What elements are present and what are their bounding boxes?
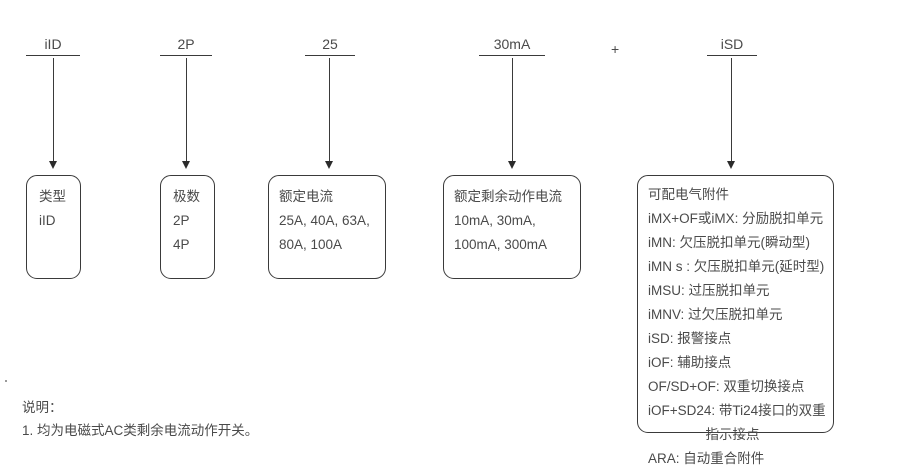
box-residual-current-line: 额定剩余动作电流 (454, 189, 562, 204)
box-poles-line: 2P (173, 213, 190, 228)
accessory-line-imx: iMX+OF或iMX: 分励脱扣单元 (648, 211, 824, 226)
accessory-line-ofsd-of: OF/SD+OF: 双重切换接点 (648, 379, 805, 394)
box-residual-current: 额定剩余动作电流 10mA, 30mA, 100mA, 300mA (443, 175, 581, 279)
connector-line-rated-current (329, 58, 330, 162)
box-type: 类型 iID (26, 175, 81, 279)
accessory-line-imn: iMN: 欠压脱扣单元(瞬动型) (648, 235, 810, 250)
box-rated-current-line: 额定电流 (279, 189, 333, 204)
box-type-content: 类型 iID (27, 176, 80, 233)
accessory-line-imn-s: iMN s : 欠压脱扣单元(延时型) (648, 259, 825, 274)
connector-line-accessory (731, 58, 732, 162)
accessory-line-iof-sd24-cont: 指示接点 (705, 427, 760, 442)
code-column-type: iID (26, 36, 80, 56)
accessory-line-iof: iOF: 辅助接点 (648, 355, 732, 370)
accessory-line-ara: ARA: 自动重合附件 (648, 451, 765, 466)
code-underline-residual-current (479, 55, 545, 56)
box-residual-current-line: 100mA, 300mA (454, 237, 548, 252)
box-rated-current-content: 额定电流 25A, 40A, 63A, 80A, 100A (269, 176, 385, 257)
connector-arrow-rated-current (324, 161, 333, 169)
accessory-line-isd: iSD: 报警接点 (648, 331, 732, 346)
code-underline-rated-current (305, 55, 355, 56)
footnote-item: 1. 均为电磁式AC类剩余电流动作开关。 (22, 423, 259, 438)
plus-separator: + (611, 41, 620, 57)
footnote-heading: 说明： (22, 400, 63, 415)
artifact-speck (5, 380, 7, 382)
box-poles-content: 极数 2P 4P (161, 176, 214, 257)
connector-arrow-type (48, 161, 57, 169)
accessory-line-iof-sd24: iOF+SD24: 带Ti24接口的双重 (648, 403, 826, 418)
code-underline-accessory (707, 55, 757, 56)
code-column-poles: 2P (160, 36, 212, 56)
code-label-type: iID (44, 36, 62, 52)
accessory-line-heading: 可配电气附件 (648, 187, 729, 202)
connector-line-type (53, 58, 54, 162)
code-column-residual-current: 30mA (479, 36, 545, 56)
code-label-poles: 2P (177, 36, 195, 52)
box-poles-line: 4P (173, 237, 190, 252)
box-rated-current: 额定电流 25A, 40A, 63A, 80A, 100A (268, 175, 386, 279)
connector-arrow-accessory (726, 161, 735, 169)
connector-line-poles (186, 58, 187, 162)
box-type-line: iID (39, 213, 56, 228)
code-underline-poles (160, 55, 212, 56)
connector-arrow-poles (181, 161, 190, 169)
box-type-line: 类型 (39, 189, 66, 204)
accessory-line-imsu: iMSU: 过压脱扣单元 (648, 283, 770, 298)
box-accessories-content: 可配电气附件 iMX+OF或iMX: 分励脱扣单元 iMN: 欠压脱扣单元(瞬动… (638, 176, 833, 471)
code-label-accessory: iSD (720, 36, 744, 52)
code-label-residual-current: 30mA (493, 36, 531, 52)
box-poles-line: 极数 (173, 189, 200, 204)
code-underline-type (26, 55, 80, 56)
box-rated-current-line: 80A, 100A (279, 237, 343, 252)
box-residual-current-line: 10mA, 30mA, (454, 213, 536, 228)
code-column-rated-current: 25 (305, 36, 355, 56)
box-rated-current-line: 25A, 40A, 63A, (279, 213, 370, 228)
box-electrical-accessories: 可配电气附件 iMX+OF或iMX: 分励脱扣单元 iMN: 欠压脱扣单元(瞬动… (637, 175, 834, 466)
connector-arrow-residual-current (507, 161, 516, 169)
connector-line-residual-current (512, 58, 513, 162)
box-residual-current-content: 额定剩余动作电流 10mA, 30mA, 100mA, 300mA (444, 176, 580, 257)
code-column-accessory: iSD (707, 36, 757, 56)
accessory-line-imnv: iMNV: 过欠压脱扣单元 (648, 307, 783, 322)
code-label-rated-current: 25 (322, 36, 338, 52)
box-poles: 极数 2P 4P (160, 175, 215, 279)
